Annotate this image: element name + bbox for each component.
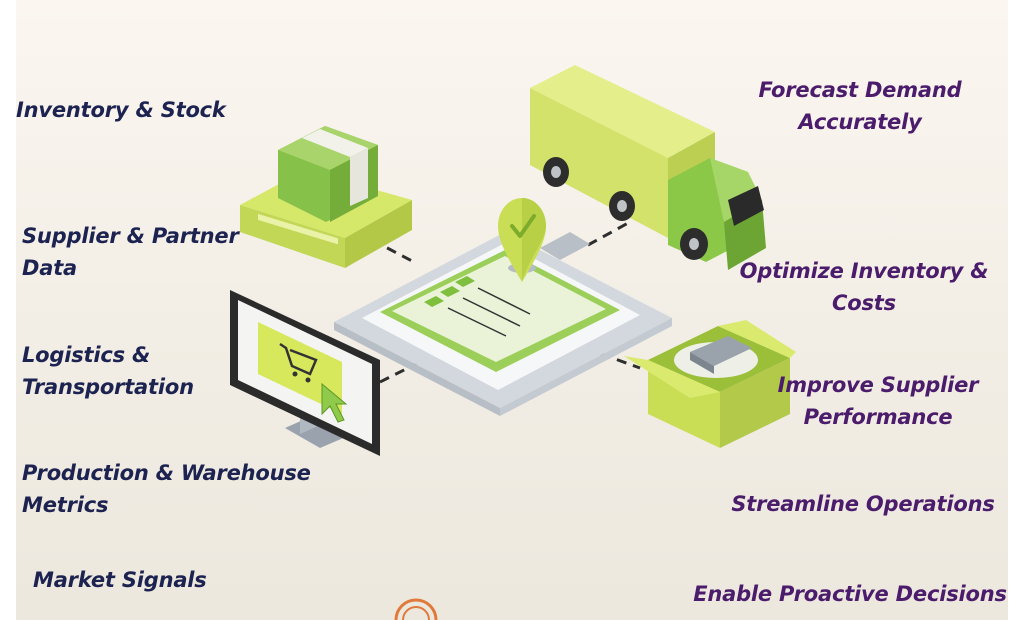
- label-line: Accurately: [798, 110, 922, 134]
- input-label-market: Market Signals: [33, 564, 207, 596]
- input-label-inventory: Inventory & Stock: [16, 94, 226, 126]
- truck-icon: [530, 65, 766, 270]
- label-line: Transportation: [22, 375, 194, 399]
- clipboard-checklist-icon: [334, 232, 672, 416]
- outcome-label-supplier-performance: Improve Supplier Performance: [762, 369, 994, 433]
- outcome-label-optimize: Optimize Inventory & Costs: [730, 255, 998, 319]
- monitor-cart-icon: [230, 290, 380, 456]
- label-line: Enable Proactive Decisions: [693, 582, 1007, 606]
- pallet-box-icon: [240, 126, 412, 268]
- location-pin-icon: [498, 198, 546, 282]
- label-line: Costs: [832, 291, 896, 315]
- label-line: Production & Warehouse: [22, 461, 311, 485]
- logo-mark-icon: [394, 598, 438, 620]
- input-label-production: Production & Warehouse Metrics: [22, 457, 311, 521]
- label-line: Streamline Operations: [731, 492, 995, 516]
- label-line: Performance: [803, 405, 953, 429]
- label-line: Inventory & Stock: [16, 98, 226, 122]
- outcome-label-forecast: Forecast Demand Accurately: [736, 74, 984, 138]
- label-line: Optimize Inventory &: [739, 259, 989, 283]
- outcome-label-proactive: Enable Proactive Decisions: [684, 578, 1016, 610]
- label-line: Supplier & Partner: [22, 224, 239, 248]
- outcome-label-streamline: Streamline Operations: [722, 488, 1004, 520]
- input-label-logistics: Logistics & Transportation: [22, 339, 194, 403]
- input-label-supplier: Supplier & Partner Data: [22, 220, 239, 284]
- label-line: Data: [22, 256, 78, 280]
- label-line: Forecast Demand: [758, 78, 962, 102]
- open-box-icon: [624, 320, 796, 448]
- label-line: Improve Supplier: [777, 373, 979, 397]
- label-line: Logistics &: [22, 343, 151, 367]
- label-line: Metrics: [22, 493, 109, 517]
- label-line: Market Signals: [33, 568, 207, 592]
